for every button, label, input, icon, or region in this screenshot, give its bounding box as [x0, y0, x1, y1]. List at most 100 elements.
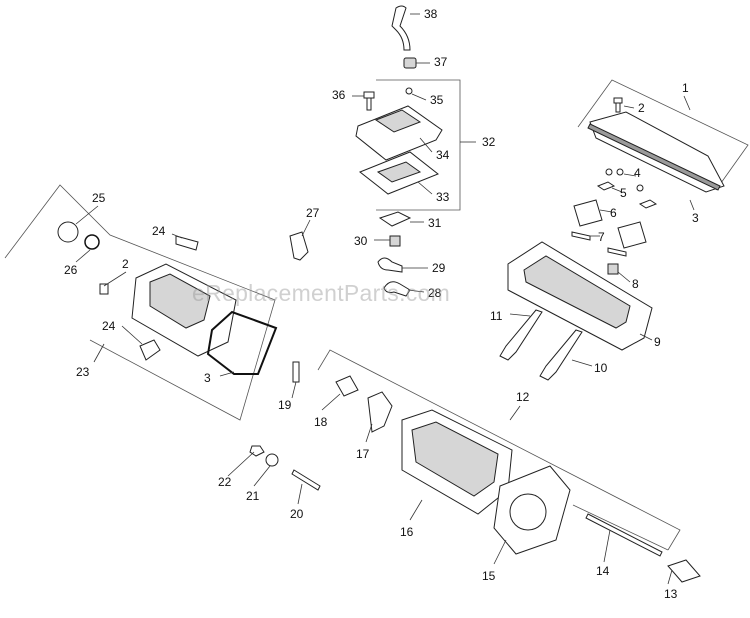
callout-10: 10 [594, 361, 608, 375]
callout-38: 38 [424, 7, 438, 21]
callout-32: 32 [482, 135, 496, 149]
leader-34 [419, 137, 433, 153]
callout-37: 37 [434, 55, 448, 69]
callout-24a: 24 [152, 224, 166, 238]
callout-34: 34 [436, 148, 450, 162]
rocker-nut-part-4c [636, 184, 644, 192]
callout-11: 11 [490, 309, 503, 323]
callout-31: 31 [428, 216, 442, 230]
valve-spring-part-6a [573, 199, 603, 227]
leader-14 [603, 529, 611, 563]
callout-1: 1 [682, 81, 689, 95]
callout-22: 22 [218, 475, 232, 489]
callout-14: 14 [596, 564, 610, 578]
callout-12: 12 [516, 390, 530, 404]
sensor-part-24b [139, 339, 161, 361]
screw-part-36 [363, 91, 375, 99]
valve-keeper-part-7b [607, 247, 627, 257]
valve-part-11 [499, 309, 543, 361]
breather-cover-raised [374, 109, 422, 133]
cylinder-head-left-detail [411, 421, 499, 497]
leader-16 [409, 499, 423, 521]
callout-29: 29 [432, 261, 446, 275]
leader-24a [171, 233, 183, 239]
rocker-nut-part-4a [605, 168, 613, 176]
callout-21: 21 [246, 489, 260, 503]
leader-3a [689, 199, 695, 211]
valve-part-10 [539, 329, 583, 381]
leader-17 [365, 423, 373, 443]
callout-3b: 3 [204, 371, 211, 385]
leader-13 [667, 569, 673, 585]
leader-5 [611, 187, 623, 193]
callout-23: 23 [76, 365, 90, 379]
leader-1 [683, 95, 691, 111]
leader-24b [121, 325, 143, 345]
callout-2b: 2 [122, 257, 129, 271]
leader-20 [297, 483, 303, 505]
callout-19: 19 [278, 398, 292, 412]
leader-2b [103, 271, 127, 287]
leader-6 [599, 209, 613, 213]
leader-8 [617, 271, 631, 283]
leader-3b [219, 371, 235, 377]
filter-part-31 [378, 211, 412, 227]
rocker-nut-part-4b [616, 168, 624, 176]
cylinder-head-right-detail [523, 255, 631, 329]
group-line-pushrod [572, 504, 669, 551]
nut-part-22 [249, 445, 265, 457]
rocker-part-5a [596, 181, 616, 191]
valve-spring-part-6b [617, 221, 647, 249]
screw-shank-36 [366, 97, 372, 111]
callout-27: 27 [306, 206, 320, 220]
leader-35 [411, 93, 427, 101]
callout-20: 20 [290, 507, 304, 521]
callout-9: 9 [654, 335, 661, 349]
leader-26 [75, 249, 91, 263]
breather-tube-part [391, 5, 411, 51]
watermark-text: eReplacementParts.com [192, 280, 451, 306]
leader-21 [253, 465, 271, 487]
rocker-part-5b [638, 199, 658, 209]
lifter-part-13 [667, 559, 701, 583]
callout-15: 15 [482, 569, 496, 583]
stud-part-20 [291, 469, 321, 491]
leader-12 [509, 405, 521, 421]
callout-30: 30 [354, 234, 368, 248]
callout-16: 16 [400, 525, 414, 539]
callout-33: 33 [436, 190, 450, 204]
callout-35: 35 [430, 93, 444, 107]
leader-25 [75, 205, 99, 225]
leader-28 [407, 289, 425, 293]
leader-19 [291, 381, 297, 399]
leader-9 [639, 333, 653, 341]
sensor-part-24a [175, 235, 199, 251]
group-box-valve-cover-left [4, 184, 276, 421]
leader-33 [417, 181, 433, 195]
screw-shank-2a [615, 102, 621, 113]
group-box-breather [376, 79, 461, 211]
leader-27 [301, 219, 311, 237]
callout-5: 5 [620, 186, 627, 200]
valve-cover-left-raised [149, 273, 211, 329]
callout-13: 13 [664, 587, 678, 601]
valve-cover-gasket-left [206, 310, 278, 375]
callout-8: 8 [632, 277, 639, 291]
callout-4: 4 [634, 166, 641, 180]
fitting-part-30 [389, 235, 401, 247]
pushrod-part-14 [585, 513, 663, 557]
callout-17: 17 [356, 447, 370, 461]
leader-18 [321, 393, 341, 411]
callout-18: 18 [314, 415, 328, 429]
valve-cover-gasket-right [587, 123, 721, 191]
callout-36: 36 [332, 88, 346, 102]
nut-part-35 [405, 87, 413, 95]
leader-22 [227, 451, 255, 477]
head-gasket-bore [509, 493, 547, 531]
group-box-valve-cover-right [577, 79, 749, 191]
bracket-part-27 [289, 231, 309, 261]
callout-2a: 2 [638, 101, 645, 115]
screw-part-2b [99, 283, 109, 295]
callout-6: 6 [610, 206, 617, 220]
bolt-part-19 [292, 361, 300, 383]
